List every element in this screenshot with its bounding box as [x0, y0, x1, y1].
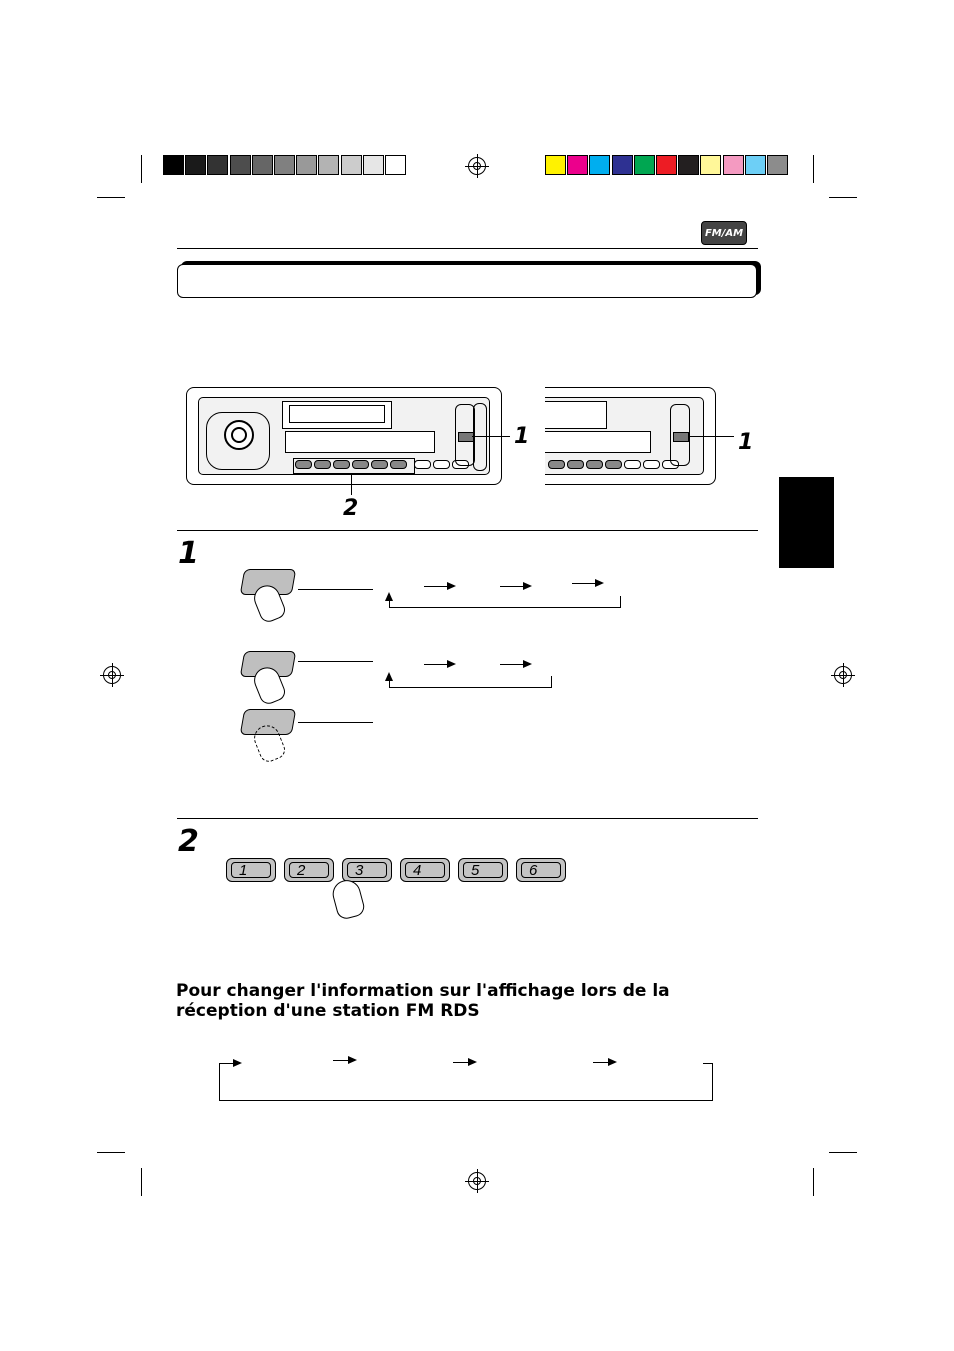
- registration-mark-right: [831, 663, 855, 687]
- cycle-arrow: [424, 582, 456, 590]
- gray-swatch: [185, 155, 207, 175]
- section-heading: Pour changer l'information sur l'afficha…: [176, 981, 670, 1021]
- color-swatch: [767, 155, 788, 175]
- gray-swatch: [251, 155, 273, 175]
- gray-swatch: [340, 155, 362, 175]
- registration-mark-left: [100, 663, 124, 687]
- step-1-number: 1: [178, 536, 199, 571]
- gray-swatch: [274, 155, 295, 175]
- color-swatch: [744, 155, 766, 175]
- step-2-number: 2: [178, 824, 199, 859]
- color-swatch: [633, 155, 655, 175]
- preset-key-3[interactable]: 3: [342, 858, 392, 882]
- finger-pressing-preset: [329, 877, 367, 921]
- color-swatch: [611, 155, 633, 175]
- color-swatch: [722, 155, 744, 175]
- fm-am-badge: FM/AM: [701, 221, 747, 245]
- color-swatch: [545, 155, 566, 175]
- gray-swatch: [362, 155, 384, 175]
- registration-mark-top: [465, 154, 489, 178]
- preset-key-2[interactable]: 2: [284, 858, 334, 882]
- gray-swatch: [318, 155, 340, 175]
- color-swatch: [567, 155, 589, 175]
- step-2-rule: [177, 818, 758, 819]
- color-swatch: [589, 155, 611, 175]
- color-swatch: [656, 155, 677, 175]
- crop-mark: [141, 155, 142, 183]
- callout-preset-buttons: 2: [343, 496, 359, 521]
- header-rule: [177, 248, 758, 249]
- cycle-arrow: [572, 579, 604, 587]
- gray-swatch: [296, 155, 318, 175]
- crop-mark: [813, 155, 814, 183]
- cycle-arrow: [500, 660, 532, 668]
- language-tab: [779, 477, 834, 568]
- crop-mark: [829, 1152, 857, 1153]
- crop-mark: [829, 197, 857, 198]
- section-title-box: [177, 264, 757, 298]
- cycle-loop: [389, 596, 621, 608]
- gray-swatch: [385, 155, 406, 175]
- cycle-arrow: [500, 582, 532, 590]
- callout-mode-button-right: 1: [738, 430, 754, 455]
- crop-mark: [813, 1168, 814, 1196]
- color-swatch: [678, 155, 700, 175]
- step-1-rule: [177, 530, 758, 531]
- cycle-arrow: [424, 660, 456, 668]
- crop-mark: [97, 197, 125, 198]
- callout-mode-button: 1: [514, 424, 530, 449]
- preset-key-5[interactable]: 5: [458, 858, 508, 882]
- cycle-loop: [389, 676, 552, 688]
- gray-swatch: [207, 155, 229, 175]
- preset-key-4[interactable]: 4: [400, 858, 450, 882]
- preset-key-1[interactable]: 1: [226, 858, 276, 882]
- preset-key-6[interactable]: 6: [516, 858, 566, 882]
- crop-mark: [141, 1168, 142, 1196]
- gray-swatch: [229, 155, 251, 175]
- color-swatch: [700, 155, 722, 175]
- gray-swatch: [163, 155, 184, 175]
- crop-mark: [97, 1152, 125, 1153]
- registration-mark-bottom: [465, 1169, 489, 1193]
